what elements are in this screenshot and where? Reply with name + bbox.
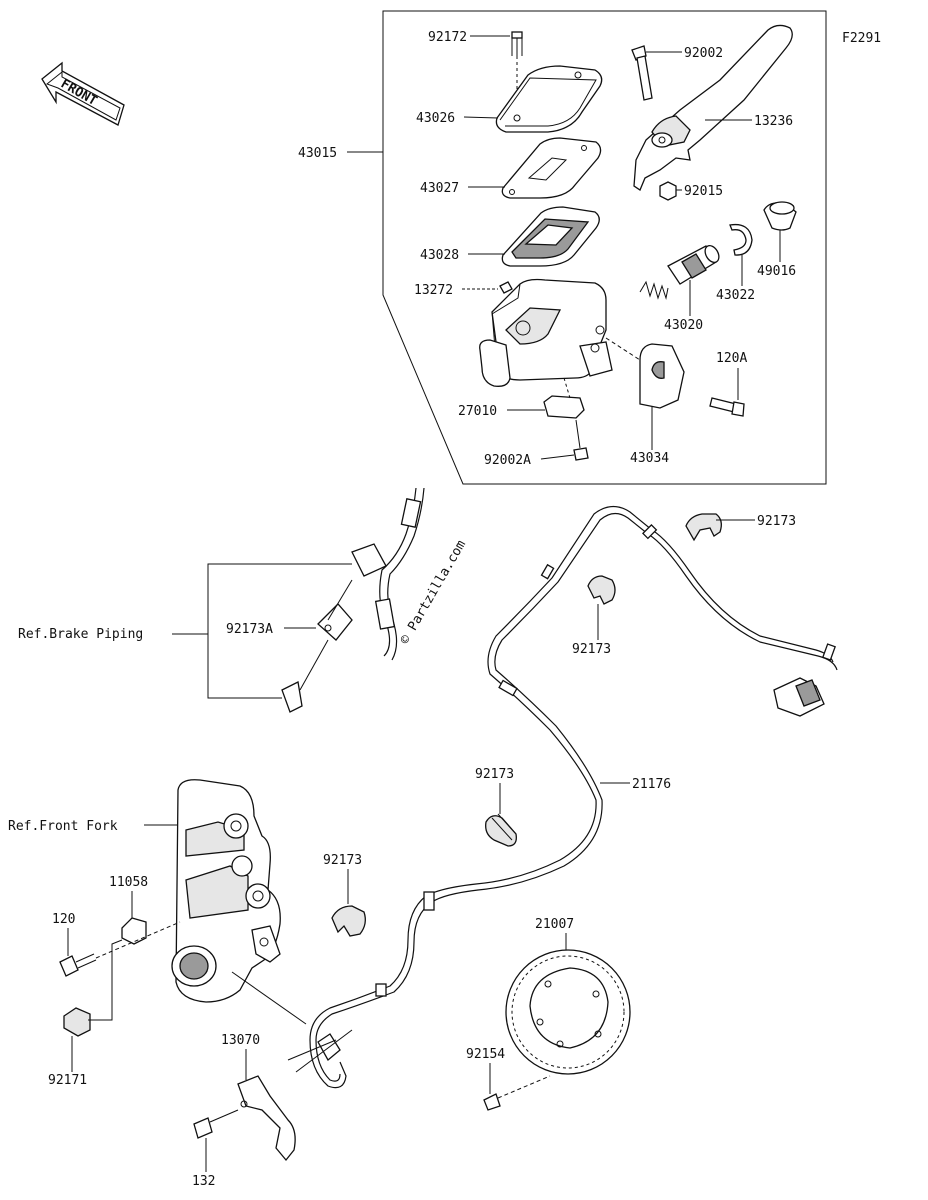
clamp-92173-mid	[587, 575, 616, 605]
part-13272	[499, 281, 513, 294]
label-13236: 13236	[754, 114, 793, 129]
label-43028: 43028	[420, 248, 459, 263]
front-arrow-icon: FRONT	[41, 61, 125, 126]
label-92154: 92154	[466, 1047, 505, 1062]
label-120A: 120A	[716, 351, 747, 366]
clamp-92173-lower	[485, 815, 517, 847]
watermark: © Partzilla.com	[397, 538, 469, 647]
label-49016: 49016	[757, 264, 796, 279]
bolt-120	[59, 921, 181, 977]
label-92002A: 92002A	[484, 453, 531, 468]
bolt-92002	[631, 45, 653, 101]
plate-43027	[501, 137, 602, 199]
label-21007: 21007	[535, 917, 574, 932]
label-43027: 43027	[420, 181, 459, 196]
master-cylinder-group-frame	[382, 10, 827, 485]
clamp-43034	[639, 343, 685, 409]
label-92173-top: 92173	[757, 514, 796, 529]
label-43034: 43034	[630, 451, 669, 466]
brake-piping-ref	[281, 487, 425, 713]
label-27010: 27010	[458, 404, 497, 419]
label-13070: 13070	[221, 1033, 260, 1048]
abs-sensor-cable-21176	[309, 505, 838, 1089]
switch-27010	[543, 395, 585, 419]
label-43022: 43022	[716, 288, 755, 303]
grommet-11058	[121, 917, 147, 945]
screw-92172	[511, 31, 523, 118]
ref-brake-piping: Ref.Brake Piping	[18, 627, 143, 642]
label-92173-lower: 92173	[475, 767, 514, 782]
front-fork-ref	[171, 779, 281, 1003]
label-43026: 43026	[416, 111, 455, 126]
figure-code: F2291	[842, 31, 881, 46]
nut-92015	[659, 181, 677, 201]
piston-43020	[639, 244, 720, 300]
label-13272: 13272	[414, 283, 453, 298]
label-92015: 92015	[684, 184, 723, 199]
label-92002: 92002	[684, 46, 723, 61]
clamp-92173-top	[685, 513, 722, 542]
label-92173A: 92173A	[226, 622, 273, 637]
bolt-120A	[709, 397, 745, 417]
sensor-rotor-21007	[505, 949, 631, 1075]
label-43015: 43015	[298, 146, 337, 161]
clip-92171	[63, 1007, 91, 1037]
ref-front-fork: Ref.Front Fork	[8, 819, 118, 834]
label-120: 120	[52, 912, 75, 927]
screw-92002A	[573, 419, 589, 461]
brake-lever-13236	[633, 24, 793, 191]
abs-connector	[773, 677, 825, 717]
boot-49016	[763, 201, 797, 231]
label-21176: 21176	[632, 777, 671, 792]
bolt-132	[193, 1109, 239, 1139]
master-cylinder-body	[479, 278, 613, 387]
clamp-92173-left	[331, 905, 366, 937]
label-92172: 92172	[428, 30, 467, 45]
label-11058: 11058	[109, 875, 148, 890]
label-132: 132	[192, 1174, 215, 1189]
bolt-92154	[483, 1075, 551, 1111]
circlip-43022	[729, 223, 753, 256]
reservoir-cap-43026	[495, 65, 603, 133]
label-43020: 43020	[664, 318, 703, 333]
label-92173-mid: 92173	[572, 642, 611, 657]
label-92171: 92171	[48, 1073, 87, 1088]
label-92173-left: 92173	[323, 853, 362, 868]
bracket-13070	[237, 1075, 296, 1162]
